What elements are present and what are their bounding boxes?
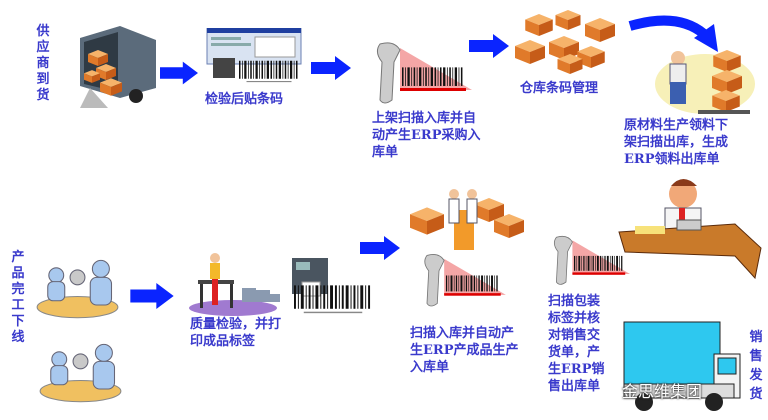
text-line: 标签并核 [548,311,601,326]
watermark: 金思维集团 [622,382,703,401]
text-line: ERP领料出库单 [624,152,720,167]
text-line: 上架扫描入库并自 [372,111,477,126]
text-line: 原材料生产领料下 [624,118,729,133]
finished-goods-storage-image [410,189,524,250]
step-finished-in-label: 扫描入库并自动产 生ERP产成品生产 入库单 [410,325,519,376]
barcode-scanner-image [372,40,472,110]
text-line: 生ERP产成品生产 [410,343,519,358]
barcode-scanner-image-2 [410,252,516,312]
flow-arrow-2 [311,56,351,80]
warehouse-boxes-image [515,10,615,74]
step-sales-ship-label: 销售发货 [749,330,763,402]
text-line: 入库单 [410,360,450,375]
assembly-line-image-2 [39,343,122,403]
step-warehouse-label: 仓库条码管理 [520,81,599,96]
flow-arrow-4 [130,283,174,309]
text-line: 印成品标签 [190,334,256,349]
text-line: 售出库单 [548,379,601,394]
step-shelf-scan-label: 上架扫描入库并自 动产生ERP采购入 库单 [372,110,481,161]
flow-arrow-3 [469,34,509,58]
flow-arrow-5 [360,236,400,260]
text-line: 对销售交 [548,328,601,343]
text-line: 货单，产 [548,345,601,360]
text-line: 质量检验，并打 [190,317,282,332]
step-quality-label: 质量检验，并打 印成品标签 [190,316,281,350]
barcode-software-image [206,28,302,83]
step-production-done-label: 产品完工下线 [11,250,25,345]
quality-inspection-image [189,253,280,316]
curved-arrow-icon [628,15,718,52]
step-supplier-arrival-label: 供应商到货 [36,24,50,103]
text-line: 生ERP销 [548,362,605,377]
sales-clerk-phone-image [618,179,762,280]
step-material-issue-label: 原材料生产领料下 架扫描出库，生成 ERP领料出库单 [624,117,728,168]
delivery-truck-image-2 [623,321,741,411]
flow-arrow-1 [160,61,198,85]
text-line: 扫描包装 [548,294,601,309]
text-line: 动产生ERP采购入 [372,128,481,143]
delivery-truck-image [80,26,156,108]
step-inspect-label: 检验后贴条码 [205,92,284,107]
assembly-line-image-1 [36,259,119,319]
worker-handcart-image [655,50,755,114]
step-pack-scan-label: 扫描包装 标签并核 对销售交 货单，产 生ERP销 售出库单 [548,293,605,395]
text-line: 库单 [372,145,399,160]
label-printer-image [292,258,371,314]
text-line: 架扫描出库，生成 [624,135,729,150]
text-line: 扫描入库并自动产 [410,326,515,341]
